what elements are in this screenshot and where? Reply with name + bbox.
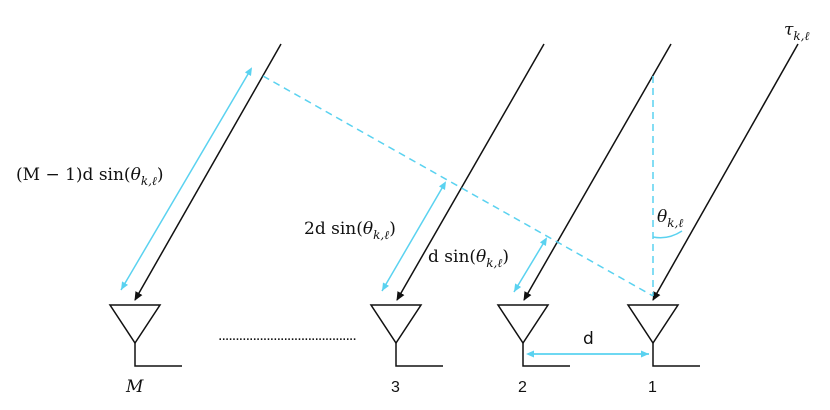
incoming-ray-2 — [523, 43, 672, 301]
antenna-M — [108, 304, 182, 367]
wavefront-dashed-line — [262, 75, 654, 297]
antenna-1 — [626, 304, 700, 367]
angle-symbol: θ — [657, 207, 667, 227]
path-label-3: 2d sin(θk,ℓ) — [304, 219, 396, 242]
antenna-label-1: 1 — [648, 379, 657, 396]
delay-symbol: τ — [784, 20, 794, 40]
angle-arc — [652, 230, 683, 239]
path-label-M-sub: k,ℓ — [141, 174, 157, 188]
antenna-ellipsis: ........................................ — [218, 327, 356, 344]
path-label-M-prefix: (M − 1)d sin( — [16, 165, 131, 185]
path-label-3-sub: k,ℓ — [373, 228, 389, 242]
path-label-3-suffix: ) — [389, 219, 396, 239]
path-label-M-suffix: ) — [157, 165, 164, 185]
spacing-label: d — [583, 329, 594, 349]
path-label-2-prefix: d sin( — [428, 247, 476, 267]
antenna-label-3: 3 — [391, 379, 400, 396]
angle-label: θk,ℓ — [657, 207, 683, 230]
path-label-2-sub: k,ℓ — [486, 256, 502, 270]
path-difference-arrow-3 — [381, 181, 447, 292]
angle-subscript: k,ℓ — [667, 216, 683, 230]
delay-subscript: k,ℓ — [793, 29, 809, 43]
path-label-3-theta: θ — [363, 219, 373, 239]
path-label-2-theta: θ — [476, 247, 486, 267]
path-label-M: (M − 1)d sin(θk,ℓ) — [16, 165, 164, 188]
path-label-2: d sin(θk,ℓ) — [428, 247, 509, 270]
path-difference-arrow-2 — [513, 237, 548, 293]
antenna-2 — [496, 304, 570, 367]
antenna-label-2: 2 — [518, 379, 527, 396]
delay-label: τk,ℓ — [784, 20, 810, 43]
path-label-3-prefix: 2d sin( — [304, 219, 363, 239]
path-label-M-theta: θ — [131, 165, 141, 185]
antenna-label-M: M — [125, 377, 144, 397]
path-label-2-suffix: ) — [502, 247, 509, 267]
path-difference-arrow-M — [120, 67, 253, 291]
incoming-ray-1 — [652, 43, 799, 301]
antenna-3 — [369, 304, 443, 367]
